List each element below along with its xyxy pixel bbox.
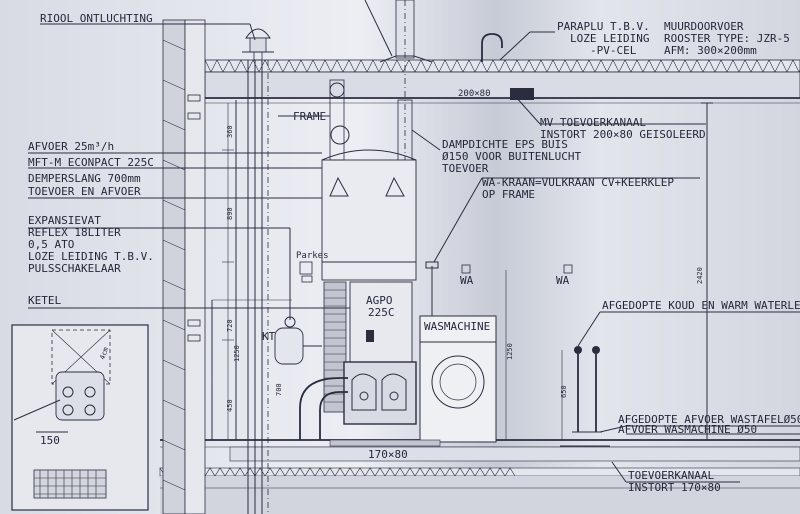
label-dim-4cm: 4cm: [98, 346, 110, 361]
left-pipes: [211, 60, 269, 514]
washing-machine: [419, 315, 497, 443]
label-exp-1: EXPANSIEVAT: [28, 214, 101, 227]
label-mv-1: MV TOEVOERKANAAL: [540, 116, 646, 129]
expansion-vessel: [274, 316, 322, 365]
label-muur-3: AFM: 300×200mm: [664, 44, 757, 57]
label-wa-1: WA: [460, 274, 474, 287]
mft-unit: [321, 79, 417, 281]
label-paraplu-1: PARAPLU T.B.V.: [557, 20, 650, 33]
label-afgedopt-water: AFGEDOPTE KOUD EN WARM WATERLEIDING: [602, 299, 800, 312]
label-toevoer-1: TOEVOERKANAAL: [628, 469, 714, 482]
label-exp-2: REFLEX 18LITER: [28, 226, 121, 239]
label-agpo-1: AGPO: [366, 294, 393, 307]
label-wakraan-2: OP FRAME: [482, 188, 535, 201]
label-eps-1: DAMPDICHTE EPS BUIS: [442, 138, 568, 151]
label-afvoer: AFVOER 25m³/h: [28, 140, 114, 153]
label-demper-1: DEMPERSLANG 700mm: [28, 172, 141, 185]
label-mv-2: INSTORT 200×80 GEISOLEERD: [540, 128, 706, 141]
label-dim-200x80: 200×80: [458, 89, 491, 99]
label-eps-2: Ø150 VOOR BUITENLUCHT: [442, 150, 581, 163]
label-dim-700: 700: [275, 383, 283, 396]
flue-elbow: [319, 391, 348, 440]
label-dim-150: 150: [40, 434, 60, 447]
label-demper-2: TOEVOER EN AFVOER: [28, 185, 141, 198]
paraplu-hook: [481, 33, 503, 62]
label-afvoer-wastafel: AFGEDOPTE AFVOER WASTAFELØ50: [618, 413, 800, 426]
label-wa-2: WA: [556, 274, 570, 287]
label-wakraan-1: WA-KRAAN=VULKRAAN CV+KEERKLEP: [482, 176, 674, 189]
left-wall: [162, 19, 206, 514]
label-frame: FRAME: [293, 110, 326, 123]
label-dim-1250a: 1250: [233, 345, 241, 362]
label-dim-360: 360: [226, 125, 234, 138]
label-wasmachine: WASMACHINE: [424, 320, 490, 333]
boiler-agpo: [343, 281, 417, 425]
label-dim-650: 650: [560, 385, 568, 398]
label-dim-170: 170×80: [368, 448, 408, 461]
label-kt: KT: [262, 330, 276, 343]
label-riool: RIOOL ONTLUCHTING: [40, 12, 153, 25]
capped-water-lines: [572, 311, 800, 433]
ceiling-slab: [204, 59, 800, 104]
label-paraplu-2: LOZE LEIDING: [570, 32, 649, 45]
label-muur-1: MUURDOORVOER: [664, 20, 744, 33]
label-afvoer-wasmachine: AFVOER WASMACHINE Ø50: [618, 423, 757, 436]
label-parkes: Parkes: [296, 251, 329, 261]
label-toevoer-2: INSTORT 170×80: [628, 481, 721, 494]
label-eps-3: TOEVOER: [442, 162, 489, 175]
inset-detail: [11, 324, 149, 511]
label-exp-4: LOZE LEIDING T.B.V.: [28, 250, 154, 263]
leader-lines: [28, 23, 800, 483]
label-dim-1250b: 1250: [506, 343, 514, 360]
roof-vent: [242, 28, 274, 61]
label-dim-720: 720: [226, 319, 234, 332]
label-dim-2420: 2420: [696, 267, 704, 284]
label-dim-890: 890: [226, 207, 234, 220]
label-ketel: KETEL: [28, 294, 61, 307]
switch-box: [299, 261, 313, 275]
label-mft: MFT-M ECONPACT 225C: [28, 156, 154, 169]
label-muur-2: ROOSTER TYPE: JZR-5: [664, 32, 790, 45]
label-paraplu-3: -PV-CEL: [590, 44, 637, 57]
label-dim-450: 450: [226, 399, 234, 412]
label-exp-5: PULSSCHAKELAAR: [28, 262, 121, 275]
label-agpo-2: 225C: [368, 306, 395, 319]
wa-tap: [425, 261, 573, 316]
label-exp-3: 0,5 ATO: [28, 238, 74, 251]
